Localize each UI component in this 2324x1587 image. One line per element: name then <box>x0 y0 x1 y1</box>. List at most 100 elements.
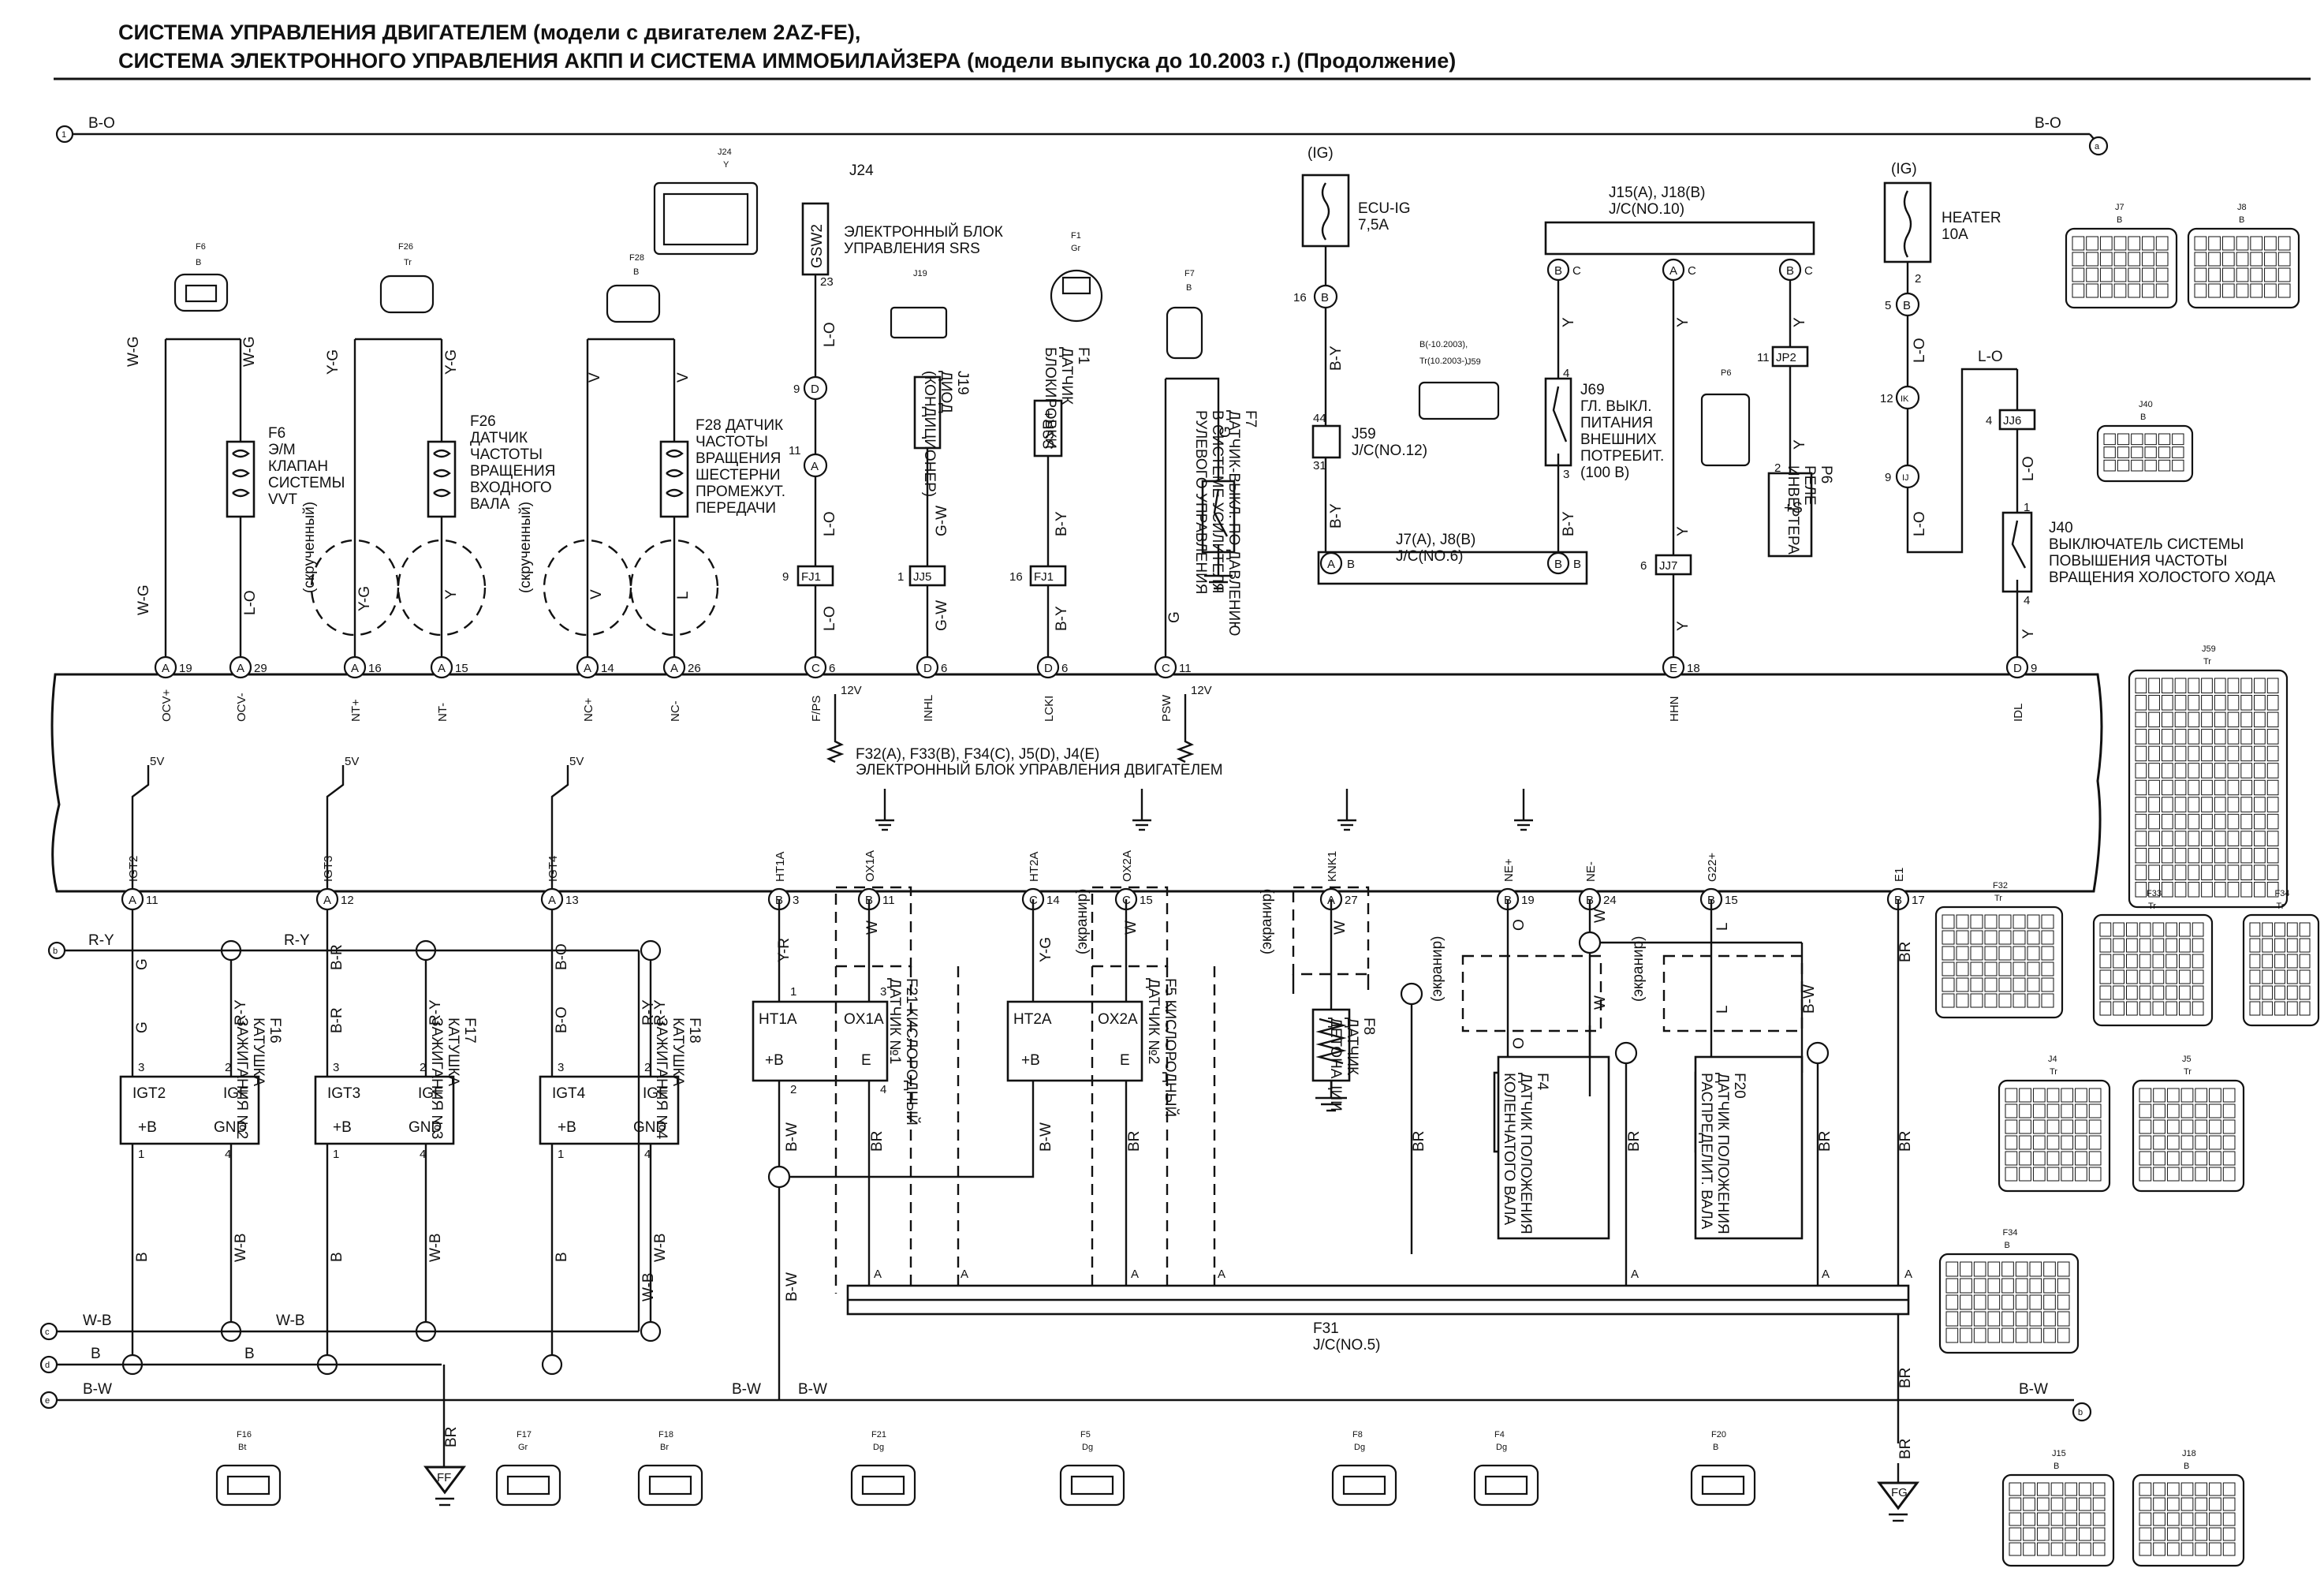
svg-text:G: G <box>134 958 151 970</box>
f4-f20-sensors: O W O W (экранир) F4ДАТЧИК ПОЛОЖЕНИЯКОЛЕ… <box>1429 899 1833 1286</box>
svg-text:F17КАТУШКАЗАЖИГАНИЯ №3: F17КАТУШКАЗАЖИГАНИЯ №3 <box>428 1018 478 1139</box>
svg-text:B-R: B-R <box>329 944 345 970</box>
svg-text:Tr: Tr <box>2184 1067 2192 1077</box>
svg-text:+B: +B <box>765 1052 784 1069</box>
title-line-1: СИСТЕМА УПРАВЛЕНИЯ ДВИГАТЕЛЕМ (модели с … <box>118 21 860 44</box>
svg-text:J40: J40 <box>2139 400 2153 409</box>
svg-text:Gr: Gr <box>1071 244 1081 253</box>
svg-text:D: D <box>811 383 819 396</box>
ecu-ground-stub <box>1132 789 1151 831</box>
svg-text:IGF: IGF <box>418 1085 443 1102</box>
svg-text:B: B <box>1186 283 1192 293</box>
svg-text:Y: Y <box>1561 317 1577 327</box>
svg-text:A: A <box>1904 1268 1912 1281</box>
svg-text:OX2A: OX2A <box>1121 850 1134 882</box>
svg-text:15: 15 <box>1140 894 1153 907</box>
svg-text:J7: J7 <box>2115 203 2124 212</box>
svg-text:2: 2 <box>644 1061 651 1074</box>
svg-text:F5 КИСЛОРОДНЫЙДАТЧИК №2: F5 КИСЛОРОДНЫЙДАТЧИК №2 <box>1145 978 1179 1117</box>
svg-text:Tr: Tr <box>2203 657 2211 667</box>
svg-text:F4ДАТЧИК ПОЛОЖЕНИЯКОЛЕНЧАТОГО: F4ДАТЧИК ПОЛОЖЕНИЯКОЛЕНЧАТОГО ВАЛА <box>1501 1073 1550 1234</box>
svg-text:A: A <box>237 662 244 675</box>
svg-text:B: B <box>244 1346 255 1362</box>
svg-text:IGT3: IGT3 <box>327 1085 360 1102</box>
svg-text:BR: BR <box>443 1427 460 1447</box>
svg-text:OCV-: OCV- <box>235 693 248 722</box>
svg-text:IGT4: IGT4 <box>552 1085 586 1102</box>
svg-text:2: 2 <box>1774 461 1781 475</box>
svg-text:GSW2: GSW2 <box>809 224 826 268</box>
svg-text:JJ7: JJ7 <box>1659 559 1677 573</box>
svg-text:V: V <box>588 589 605 599</box>
svg-text:Y: Y <box>2020 629 2037 639</box>
svg-text:W-B: W-B <box>427 1233 444 1262</box>
svg-text:E: E <box>1120 1052 1130 1069</box>
svg-text:1: 1 <box>138 1148 144 1161</box>
svg-text:F6: F6 <box>196 242 206 252</box>
svg-text:OCV+: OCV+ <box>160 689 173 722</box>
svg-text:5V: 5V <box>345 755 359 768</box>
svg-text:Dg: Dg <box>873 1443 884 1452</box>
svg-text:B: B <box>1713 1443 1718 1452</box>
svg-text:BR: BR <box>1817 1131 1833 1152</box>
svg-text:J19: J19 <box>913 269 927 278</box>
j7-j8-junction: A B B B J7(A), J8(B)J/C(NO.6) <box>1317 532 1588 585</box>
svg-text:A: A <box>1218 1268 1225 1281</box>
svg-text:18: 18 <box>1687 662 1700 675</box>
svg-text:HT1A: HT1A <box>759 1011 797 1028</box>
svg-text:F18КАТУШКАЗАЖИГАНИЯ №4: F18КАТУШКАЗАЖИГАНИЯ №4 <box>653 1018 703 1140</box>
title-line-2: СИСТЕМА ЭЛЕКТРОННОГО УПРАВЛЕНИЯ АКПП И С… <box>118 48 1456 73</box>
svg-text:B-R: B-R <box>329 1007 345 1033</box>
svg-text:Y-G: Y-G <box>443 349 460 375</box>
svg-text:(IG): (IG) <box>1891 161 1917 177</box>
svg-text:11: 11 <box>146 894 159 907</box>
svg-text:FJ1: FJ1 <box>801 570 821 584</box>
svg-text:6: 6 <box>1061 662 1068 675</box>
svg-text:Y-G: Y-G <box>356 586 373 611</box>
svg-text:FJ1: FJ1 <box>1034 570 1054 584</box>
svg-text:W-B: W-B <box>83 1313 112 1329</box>
svg-text:IGF: IGF <box>223 1085 248 1102</box>
svg-text:(экранир): (экранир) <box>1630 936 1647 1002</box>
svg-text:NC+: NC+ <box>582 697 595 722</box>
svg-text:IK: IK <box>1901 394 1909 404</box>
svg-text:JJ5: JJ5 <box>913 570 931 584</box>
svg-text:J5: J5 <box>2182 1055 2192 1064</box>
svg-text:Tr: Tr <box>1994 894 2002 903</box>
svg-text:J4: J4 <box>2048 1055 2057 1064</box>
svg-text:9: 9 <box>2031 662 2037 675</box>
top-bus: 1 B-O B-O a <box>55 115 2109 156</box>
igt-driver: 5V <box>326 755 359 889</box>
svg-text:A: A <box>548 894 556 907</box>
svg-text:L-O: L-O <box>2020 456 2037 481</box>
svg-text:L-O: L-O <box>1978 349 2003 365</box>
svg-text:B: B <box>1554 558 1562 571</box>
j19-diode: J19 J19ДИОД(КОНДИЦИОНЕР) JJ5 1 G-W G-W <box>890 269 971 656</box>
svg-text:12: 12 <box>341 894 354 907</box>
svg-text:HT2A: HT2A <box>1028 852 1041 882</box>
svg-text:3: 3 <box>880 985 886 999</box>
svg-text:Tr: Tr <box>2148 902 2156 911</box>
svg-text:GND: GND <box>214 1119 247 1136</box>
svg-text:F/PS: F/PS <box>810 696 823 722</box>
svg-text:B-W: B-W <box>1038 1122 1054 1152</box>
svg-text:O: O <box>1511 1037 1528 1049</box>
svg-text:+S: +S <box>1784 500 1803 517</box>
svg-text:F32: F32 <box>1993 881 2008 891</box>
j15-j18-junction: J15(A), J18(B)J/C(NO.10) B C A C B C 4 3… <box>1544 185 1815 552</box>
svg-text:E1: E1 <box>1893 868 1906 882</box>
svg-text:b: b <box>2078 1408 2083 1417</box>
